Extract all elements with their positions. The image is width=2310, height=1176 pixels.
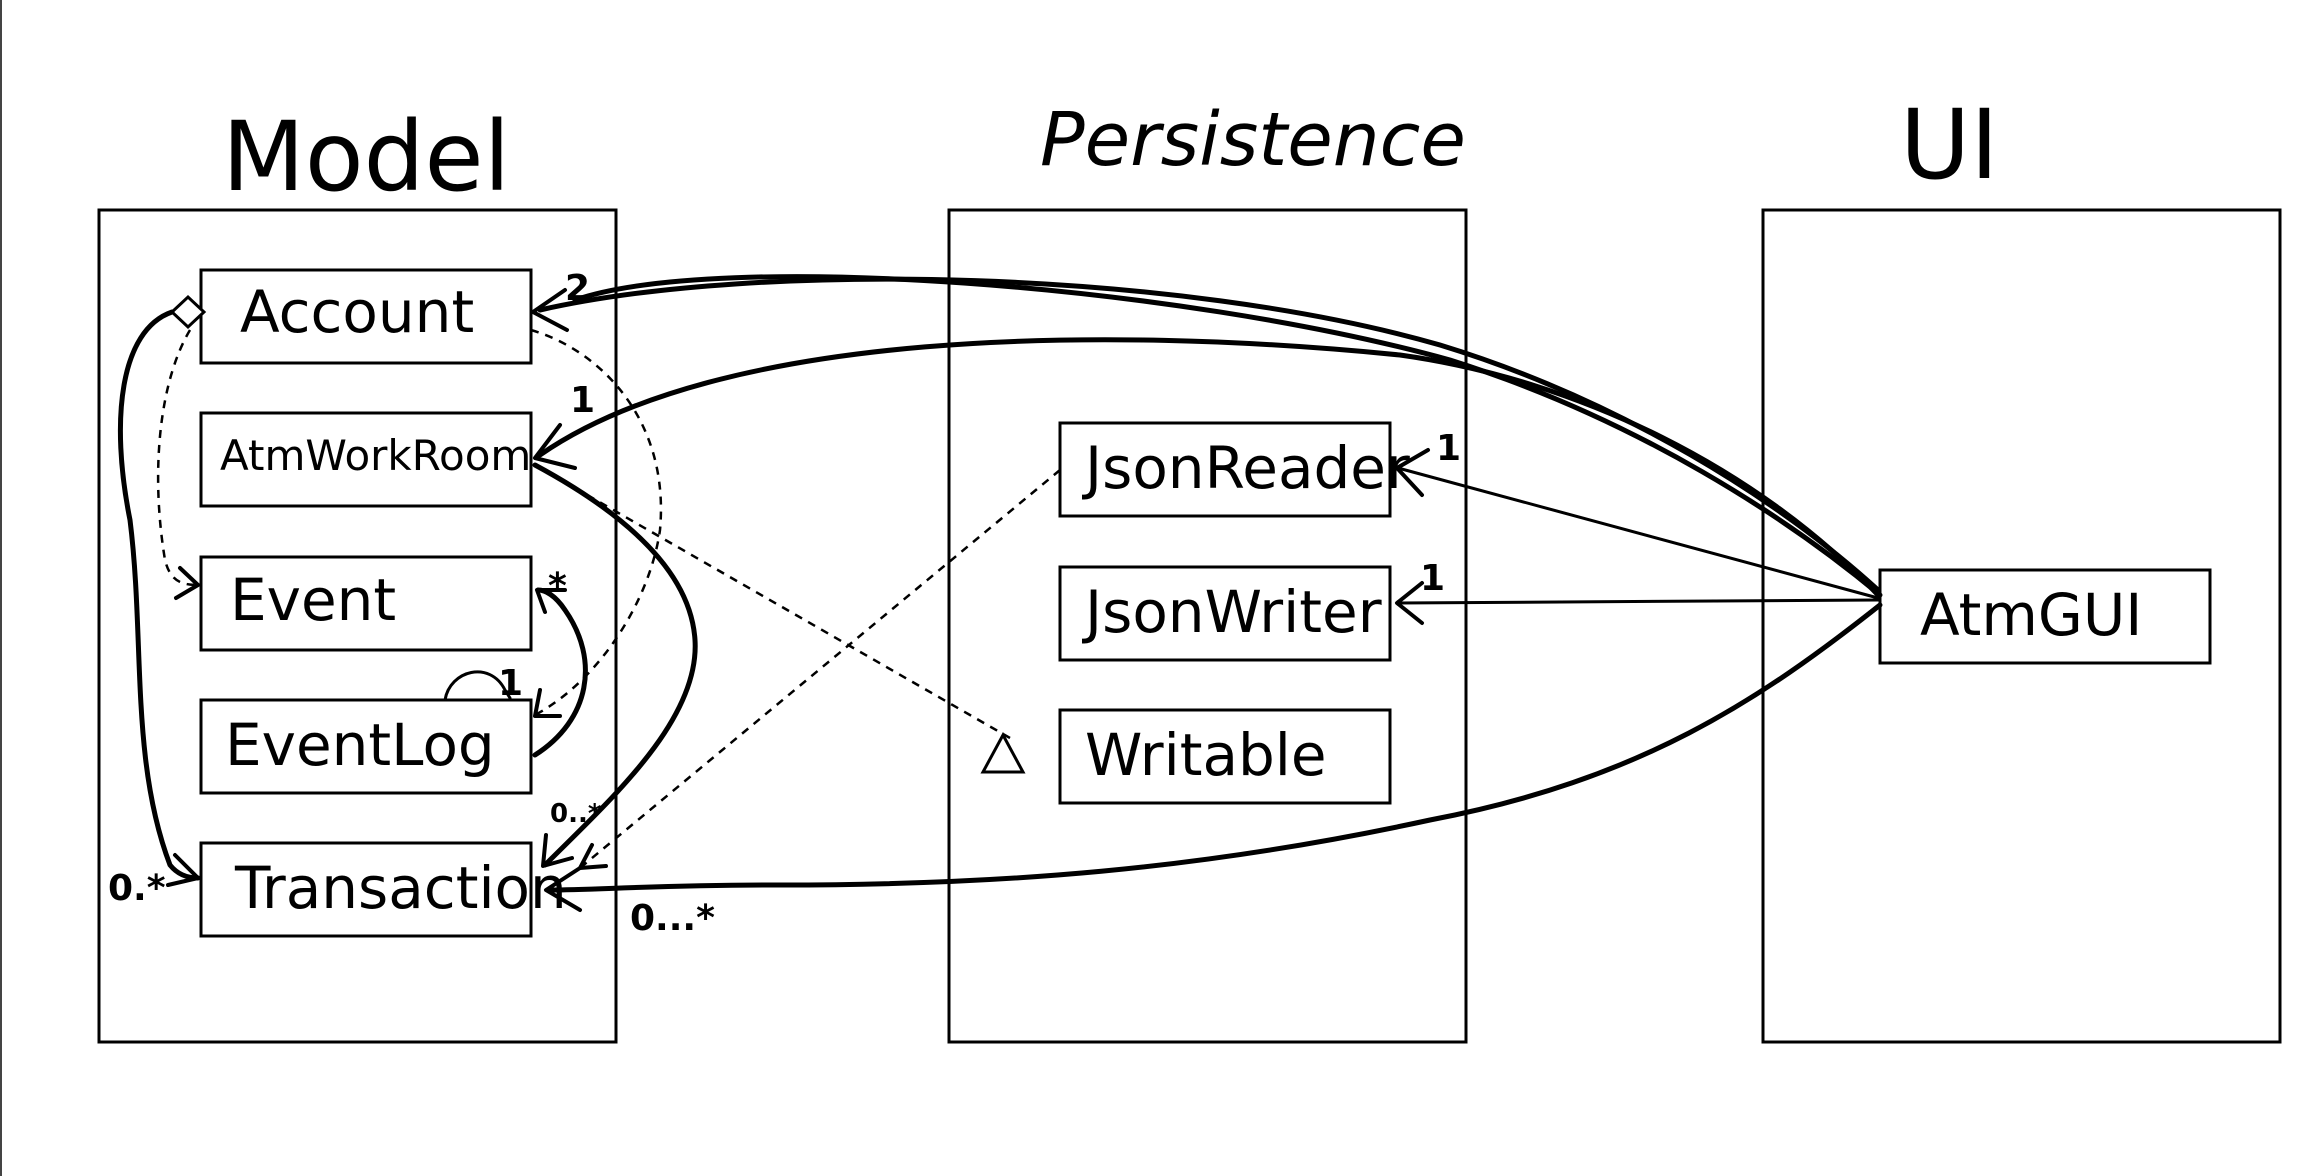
edge-atmgui-transaction [545,602,1883,893]
arrowhead [174,566,200,600]
edge-atmgui-account [572,274,1883,598]
class-label: EventLog [225,711,495,779]
multiplicity-atmworkroom: 1 [570,380,595,421]
package-title-ui: UI [1900,89,1999,201]
class-label: AtmWorkRoom [220,431,531,480]
multiplicity-transaction-gui: 0...* [630,898,715,939]
aggregation-diamond [169,294,207,330]
edge-atmgui-jsonwriter [1396,598,1880,605]
class-label: JsonWriter [1082,578,1382,646]
class-label: Event [230,566,396,634]
class-event-log: EventLog [199,698,533,795]
class-box [1058,421,1392,518]
class-transaction: Transaction [199,841,567,938]
arrowhead [1395,581,1424,625]
edge-eventlog-event [532,587,588,758]
class-box [1058,565,1392,662]
edge-account-transaction [117,309,201,881]
class-box [199,555,533,652]
class-atm-gui: AtmGUI [1878,568,2212,665]
multiplicity-event: * [548,566,567,607]
package-persistence [947,208,1468,1044]
multiplicity-transaction-account: 0.* [108,868,166,909]
class-box [199,841,533,938]
package-ui [1761,208,2282,1044]
class-json-writer: JsonWriter [1058,565,1392,662]
dependency-jsonreader-transaction [579,469,1061,869]
edge-eventlog-self [443,670,512,702]
class-json-reader: JsonReader [1058,421,1410,518]
arrowhead [533,688,562,718]
edge-atmworkroom-transaction [532,462,698,868]
class-writable: Writable [1058,708,1392,805]
class-box [1878,568,2212,665]
arrowhead [535,588,567,614]
class-label: AtmGUI [1920,581,2142,649]
arrowhead [578,843,608,870]
arrowhead [533,423,577,470]
arrowhead [1395,448,1430,497]
class-label: Writable [1085,721,1327,789]
arrowhead [541,833,574,868]
multiplicity-jsonreader: 1 [1436,428,1461,469]
class-box [199,698,533,795]
package-title-persistence: Persistence [1040,97,1466,183]
arrowhead [531,288,569,332]
class-label: Account [240,278,474,346]
edge-atmgui-account-2 [537,276,1881,593]
class-event: Event [199,555,533,652]
class-box [199,411,533,508]
realization-triangle [980,731,1026,774]
edge-atmgui-jsonreader [1396,466,1880,600]
multiplicity-account: 2 [565,268,590,309]
class-account: Account [199,268,533,365]
dependency-account-event [156,329,199,587]
class-box [1058,708,1392,805]
class-label: Transaction [234,854,567,922]
class-label: JsonReader [1082,434,1410,502]
realization-atmworkroom-writable [534,463,1011,740]
package-model [97,208,618,1044]
package-title-model: Model [222,101,510,213]
arrowhead [166,853,200,887]
edge-atmgui-atmworkroom [537,337,1881,598]
arrowhead [544,866,582,912]
class-atm-work-room: AtmWorkRoom [199,411,533,508]
multiplicity-jsonwriter: 1 [1420,558,1445,599]
multiplicity-transaction-atmworkroom: 0..* [550,799,602,829]
multiplicity-eventlog-self: 1 [498,663,523,704]
dependency-account-eventlog [530,328,663,717]
